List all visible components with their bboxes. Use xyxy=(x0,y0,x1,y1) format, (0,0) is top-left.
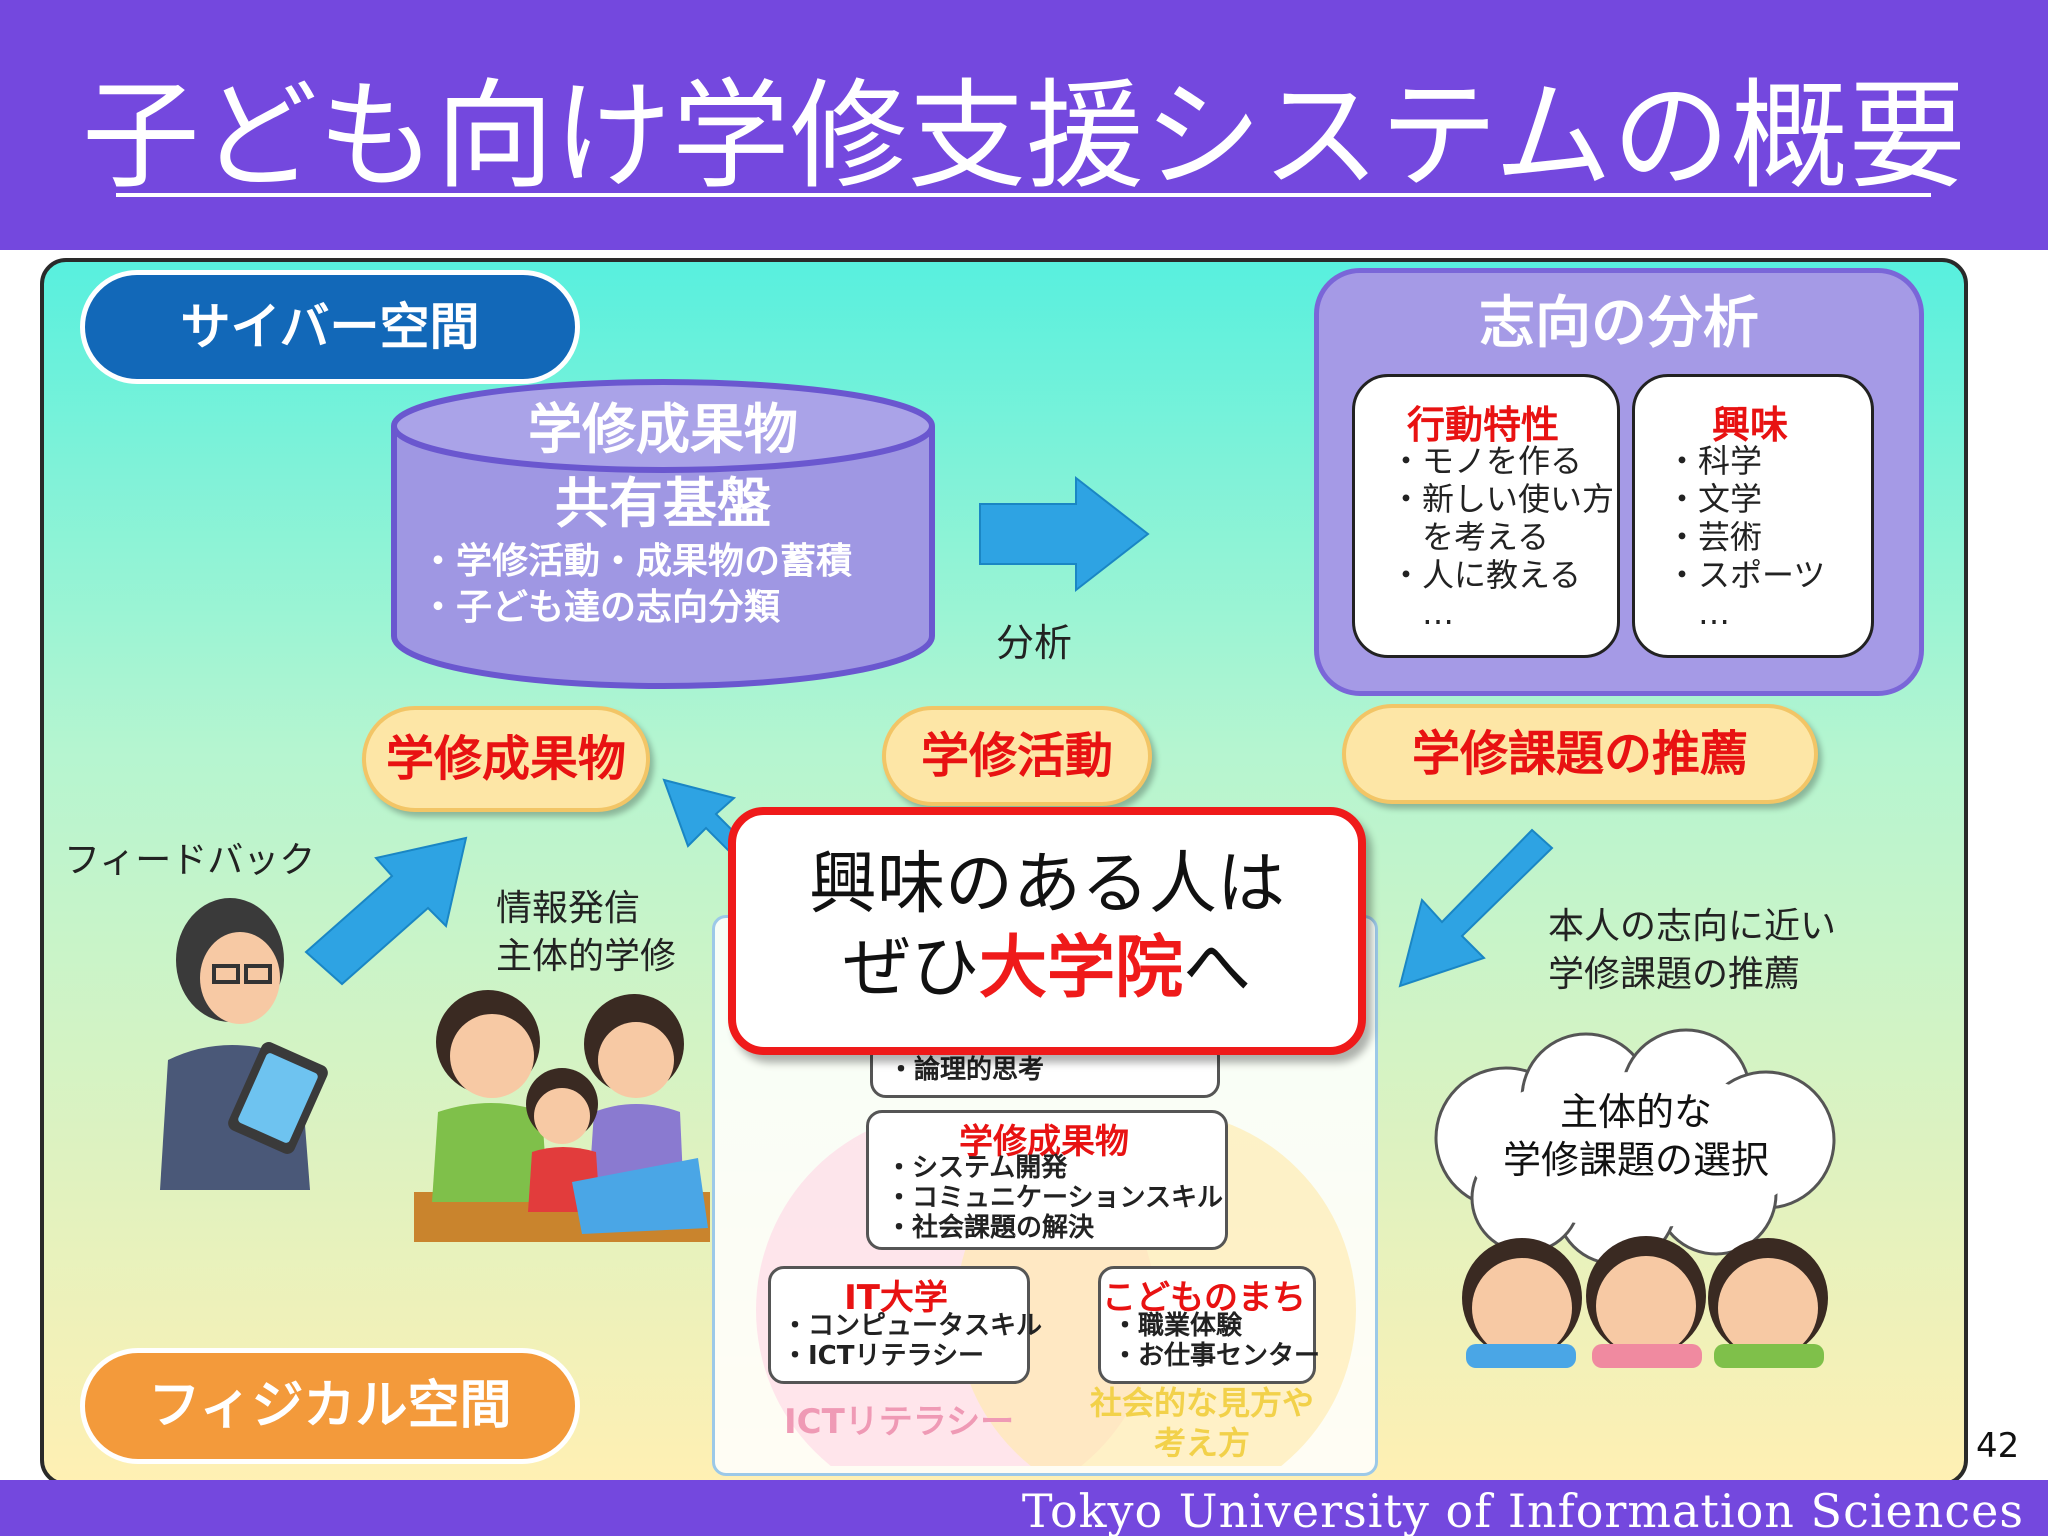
behavior-item: ・新しい使い方 xyxy=(1390,480,1615,518)
feedback-arrow-icon xyxy=(304,836,468,986)
interest-item: ・文学 xyxy=(1666,480,1763,518)
inner-outcome-item: ・コミュニケーションスキル xyxy=(886,1183,1223,1213)
behavior-item: を考える xyxy=(1390,518,1550,556)
tag-activity: 学修活動 xyxy=(882,706,1152,806)
interest-item: ・科学 xyxy=(1666,442,1763,480)
database-title-1: 学修成果物 xyxy=(528,398,798,461)
callout-line-2: ぜひ大学院へ xyxy=(736,927,1358,1011)
inner-town-title: こどものまち xyxy=(1102,1278,1306,1318)
physical-space-label: フィジカル空間 xyxy=(80,1348,580,1464)
database-item-1: ・学修活動・成果物の蓄積 xyxy=(420,541,853,582)
tag-outcome: 学修成果物 xyxy=(362,706,650,812)
callout-pre: ぜひ xyxy=(842,929,979,1008)
inner-it-title: IT大学 xyxy=(844,1278,948,1318)
family-laptop-icon xyxy=(414,990,710,1242)
behavior-card xyxy=(1352,374,1620,658)
footer-university-name: Tokyo University of Information Sciences xyxy=(1021,1484,2024,1538)
cyber-space-label: サイバー空間 xyxy=(80,270,580,384)
header-bar xyxy=(0,0,2048,250)
slide-title: 子ども向け学修支援システムの概要 xyxy=(81,67,1967,205)
cloud-text-2: 学修課題の選択 xyxy=(1502,1138,1769,1182)
analysis-arrow-icon xyxy=(979,475,1150,593)
interest-title: 興味 xyxy=(1711,403,1788,447)
inner-outcome-title: 学修成果物 xyxy=(959,1122,1129,1162)
info-label-1: 情報発信 xyxy=(496,888,641,929)
thought-cloud-icon xyxy=(1434,1028,1836,1266)
graduate-school-callout: 興味のある人は ぜひ大学院へ xyxy=(728,807,1366,1055)
inner-it-item: ・コンピュータスキル xyxy=(782,1311,1043,1341)
inner-it-box xyxy=(768,1266,1030,1384)
tag-recommend: 学修課題の推薦 xyxy=(1342,704,1818,804)
recommend-label-1: 本人の志向に近い xyxy=(1548,906,1837,947)
behavior-item: ・モノを作る xyxy=(1390,442,1583,480)
interest-item: … xyxy=(1666,594,1731,632)
interest-item: ・芸術 xyxy=(1666,518,1763,556)
analysis-title: 志向の分析 xyxy=(1479,291,1759,356)
inner-town-item: ・お仕事センター xyxy=(1112,1341,1321,1371)
database-cylinder-icon xyxy=(391,379,935,689)
inner-town-box xyxy=(1098,1266,1316,1384)
info-label-2: 主体的学修 xyxy=(496,936,677,977)
inner-outcome-item: ・社会課題の解決 xyxy=(886,1213,1095,1243)
callout-red: 大学院 xyxy=(978,929,1183,1008)
cloud-text-1: 主体的な xyxy=(1559,1090,1712,1134)
behavior-item: … xyxy=(1390,594,1455,632)
feedback-label: フィードバック xyxy=(64,840,316,881)
database-title-2: 共有基盤 xyxy=(555,472,771,535)
ict-literacy-label: ICTリテラシー xyxy=(784,1402,1015,1442)
recommend-label-2: 学修課題の推薦 xyxy=(1548,954,1801,995)
recommend-arrow-icon xyxy=(1398,828,1554,988)
inner-it-item: ・ICTリテラシー xyxy=(782,1341,984,1371)
analysis-label: 分析 xyxy=(996,621,1073,665)
interest-card xyxy=(1632,374,1874,658)
footer-bar xyxy=(0,1480,2048,1536)
social-view-label-2: 考え方 xyxy=(1153,1424,1250,1462)
database-item-2: ・子ども達の志向分類 xyxy=(420,587,781,628)
inner-top-item: ・論理的思考 xyxy=(888,1055,1045,1085)
callout-post: へ xyxy=(1183,929,1252,1008)
page-number: 42 xyxy=(1976,1426,2020,1466)
inner-town-item: ・職業体験 xyxy=(1112,1311,1243,1341)
behavior-title: 行動特性 xyxy=(1406,403,1559,447)
children-group-icon xyxy=(1462,1236,1828,1368)
interest-item: ・スポーツ xyxy=(1666,556,1826,594)
social-view-label-1: 社会的な見方や xyxy=(1089,1384,1314,1422)
inner-outcome-item: ・システム開発 xyxy=(886,1153,1068,1183)
behavior-item: ・人に教える xyxy=(1390,556,1582,594)
inner-outcome-box xyxy=(866,1110,1228,1250)
callout-line-1: 興味のある人は xyxy=(808,845,1285,924)
teacher-with-tablet-icon xyxy=(160,898,328,1190)
title-underline xyxy=(116,193,1931,197)
